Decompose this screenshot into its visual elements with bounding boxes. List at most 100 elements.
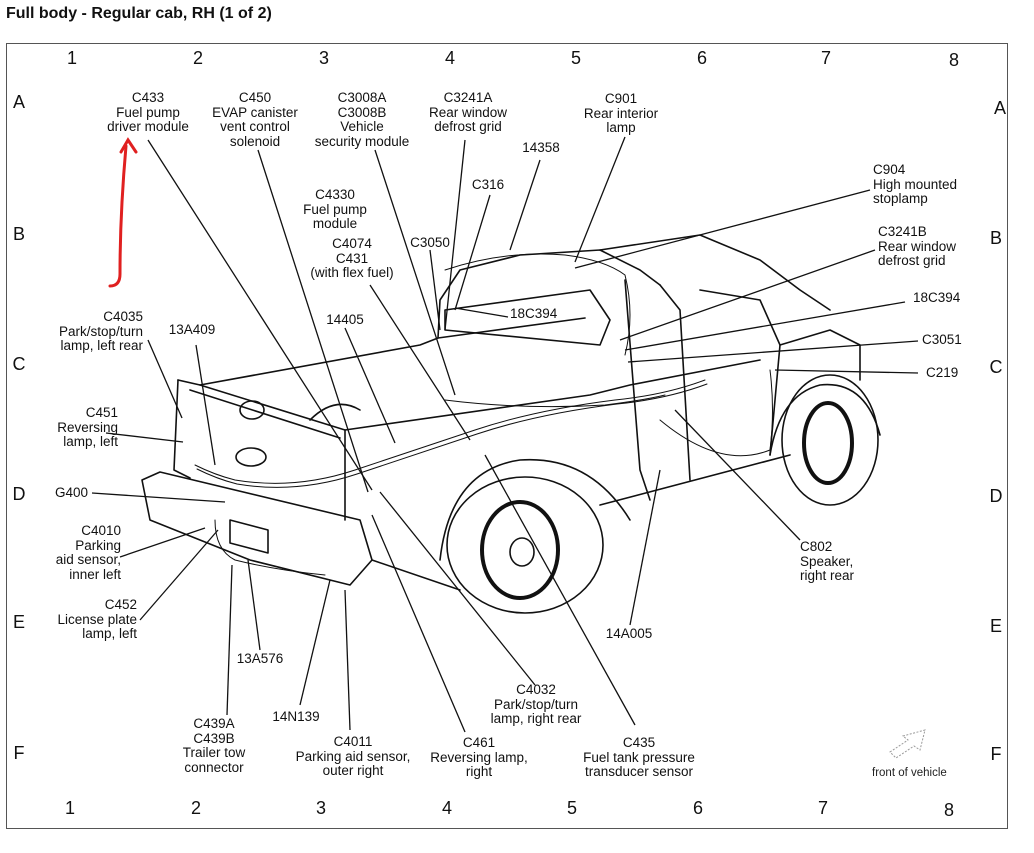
leader-c316 (454, 194, 491, 311)
leader-c4032 (379, 491, 536, 686)
leader-c451 (105, 432, 184, 443)
rocker-panel (599, 454, 791, 506)
grid-row-right-e: E (989, 616, 1002, 636)
truck-body-outline (141, 234, 881, 614)
grid-row-left-e: E (12, 612, 25, 632)
grid-col-bottom-4: 4 (441, 798, 452, 818)
front-of-vehicle-label: front of vehicle (872, 767, 947, 779)
leader-c461 (371, 514, 466, 733)
door-window (699, 289, 781, 456)
spare-tire-top (309, 403, 361, 421)
leader-c3051 (627, 340, 919, 363)
license-plate-recess (229, 519, 269, 554)
grid-col-top-6: 6 (696, 48, 707, 68)
grid-col-bottom-1: 1 (64, 798, 75, 818)
grid-row-left-c: C (12, 354, 26, 374)
leader-c452 (139, 529, 219, 621)
grid-col-bottom-6: 6 (692, 798, 703, 818)
callout-14358: 14358 (522, 140, 560, 155)
callout-c3051: C3051 (922, 332, 962, 347)
grid-row-left-d: D (12, 484, 26, 504)
hood-line (779, 329, 861, 381)
leader-c4010 (119, 527, 206, 558)
leader-c219 (774, 369, 919, 374)
leader-c802 (674, 409, 801, 541)
rear-bumper (141, 471, 373, 586)
callout-13a576: 13A576 (236, 651, 284, 666)
grid-row-right-d: D (989, 486, 1003, 506)
leader-18c394-a (454, 307, 509, 318)
callout-14a005: 14A005 (605, 626, 653, 641)
harness-bumper (214, 519, 326, 576)
callout-c316: C316 (471, 177, 505, 192)
page-title: Full body - Regular cab, RH (1 of 2) (6, 5, 272, 22)
rear-tire (446, 476, 604, 614)
grid-col-top-8: 8 (948, 50, 959, 70)
front-wheel (802, 401, 854, 485)
rear-wheel (480, 500, 560, 600)
grid-row-left-f: F (13, 743, 25, 763)
leader-c439 (226, 564, 233, 716)
leader-14358 (509, 159, 541, 251)
leader-c433 (147, 139, 373, 491)
leader-c4074 (369, 284, 471, 441)
rear-fender-arch (439, 458, 631, 561)
harness-front (659, 369, 773, 457)
red-arrow-head (119, 137, 138, 154)
grid-col-bottom-2: 2 (190, 798, 201, 818)
tailgate-emblem (235, 447, 267, 467)
bed-top-rail (177, 317, 586, 386)
leader-c3008 (374, 149, 456, 396)
leader-c3050 (429, 249, 441, 331)
cab-door-pillar-rear (624, 279, 651, 501)
tailgate-inner-line (189, 389, 341, 439)
callout-c219: C219 (926, 365, 959, 380)
leader-14405 (344, 327, 396, 444)
tailgate-left-edge (173, 379, 191, 479)
grid-row-left-b: B (12, 224, 25, 244)
grid-row-right-c: C (989, 357, 1003, 377)
callout-18c394-a: 18C394 (510, 306, 558, 321)
harness-main-parallel (196, 383, 708, 488)
cab-roof (599, 234, 831, 311)
leader-g400 (91, 492, 226, 503)
leader-c3241a (444, 139, 466, 331)
arrow-up-right-icon (889, 729, 926, 759)
diagram-frame (6, 43, 1008, 829)
callout-c3050: C3050 (410, 235, 450, 250)
grid-col-bottom-5: 5 (566, 798, 577, 818)
harness-bed (444, 394, 666, 408)
grid-row-left-a: A (12, 92, 25, 112)
grid-col-top-4: 4 (444, 48, 455, 68)
grid-col-bottom-3: 3 (315, 798, 326, 818)
bed-side-top (344, 359, 761, 431)
leader-c3241b (619, 249, 876, 341)
door-rear-edge (659, 284, 691, 481)
leader-c901 (574, 136, 626, 263)
leader-c4035 (147, 339, 183, 419)
rear-hub (509, 537, 535, 567)
red-annotation-arrow (108, 137, 138, 288)
leader-c4011 (344, 589, 351, 731)
grid-row-right-b: B (989, 228, 1002, 248)
leader-14a005 (629, 469, 661, 626)
leader-18c394-b (624, 301, 906, 351)
callout-leader-lines (91, 136, 919, 733)
